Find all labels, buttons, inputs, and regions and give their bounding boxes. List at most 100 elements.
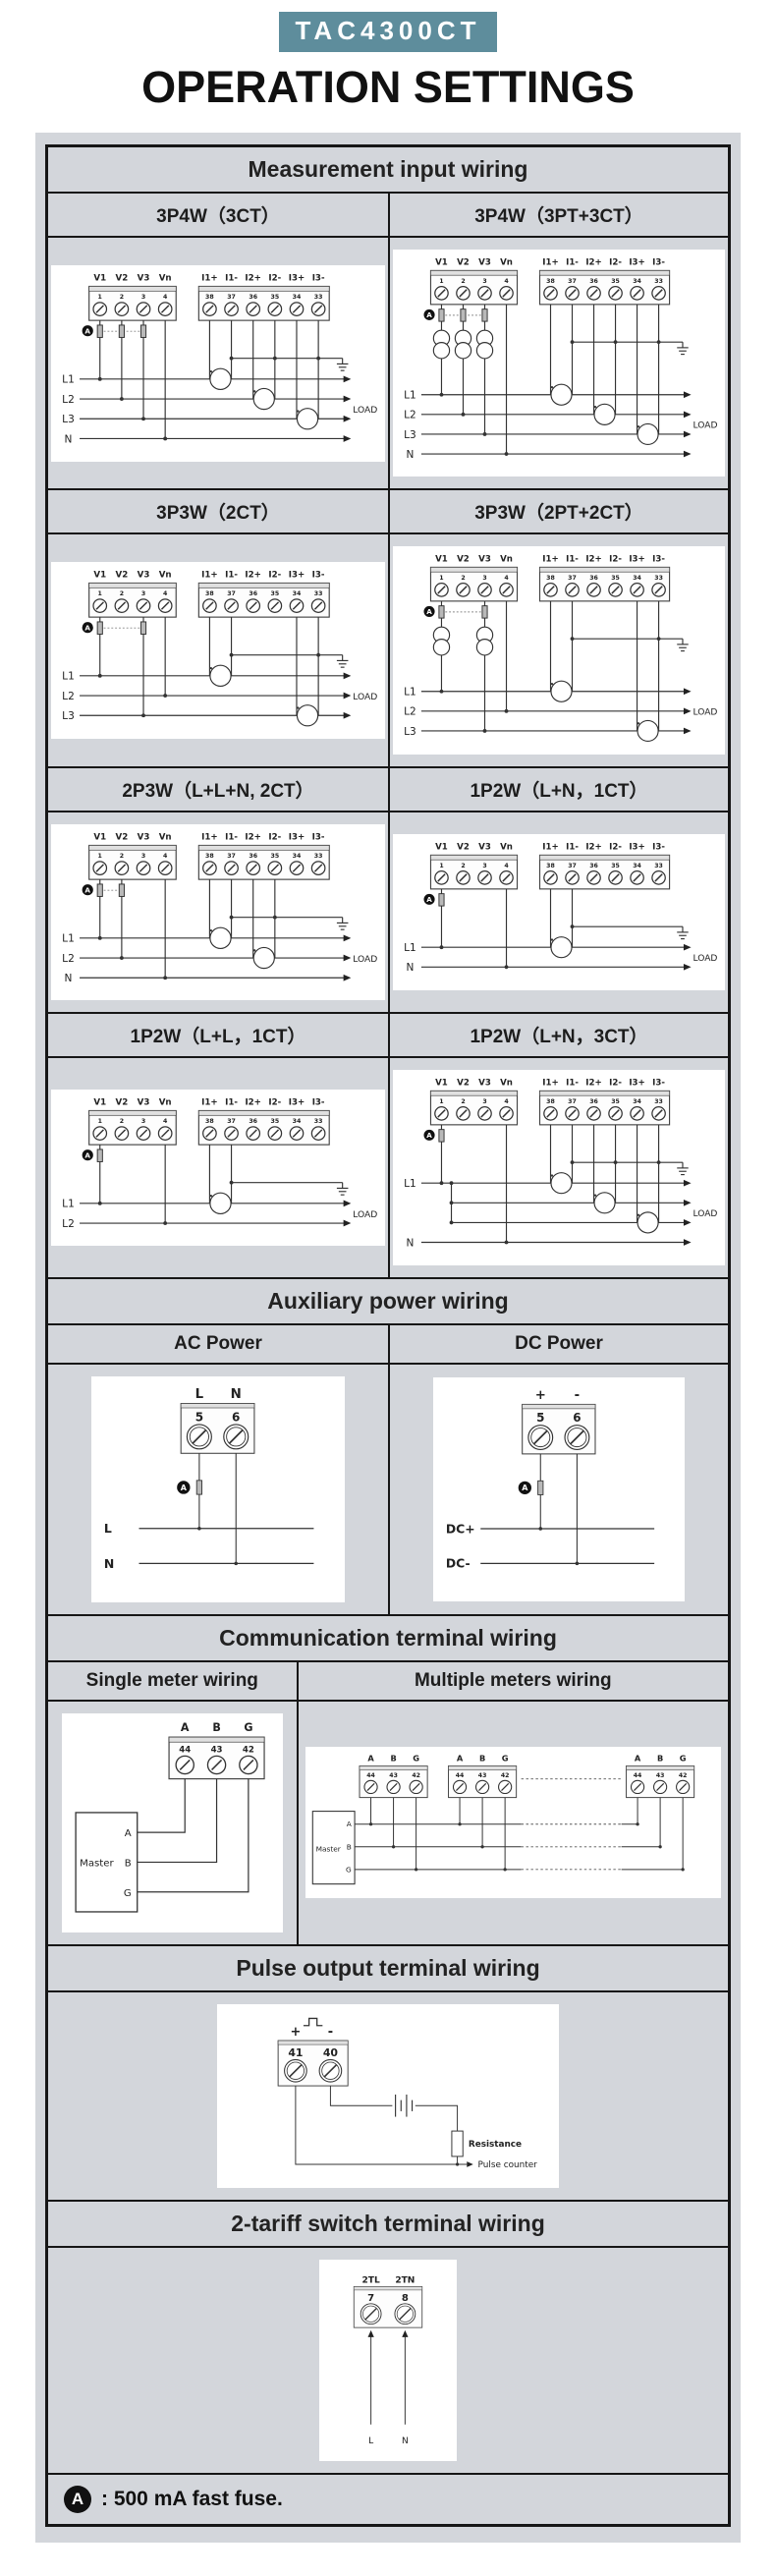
svg-text:44: 44 bbox=[455, 1772, 464, 1779]
svg-text:38: 38 bbox=[205, 853, 214, 860]
svg-text:G: G bbox=[124, 1887, 132, 1898]
measurement-wiring-diagram: V11V22V33Vn4I1+38I1-37I2+36I2-35I3+34I3-… bbox=[62, 832, 377, 983]
svg-text:36: 36 bbox=[249, 1118, 257, 1125]
resistor-icon bbox=[451, 2130, 465, 2157]
svg-text:3: 3 bbox=[141, 1118, 145, 1125]
cell-title-ac-power: AC Power bbox=[174, 1333, 262, 1355]
svg-text:L2: L2 bbox=[404, 410, 416, 421]
svg-text:2: 2 bbox=[461, 1098, 465, 1105]
svg-text:35: 35 bbox=[270, 590, 279, 597]
svg-text:N: N bbox=[406, 1238, 414, 1250]
svg-text:3: 3 bbox=[141, 294, 145, 301]
svg-text:V1: V1 bbox=[435, 258, 448, 268]
svg-text:Resistance: Resistance bbox=[469, 2140, 522, 2150]
svg-text:L2: L2 bbox=[62, 691, 75, 702]
svg-text:A: A bbox=[124, 1828, 131, 1839]
svg-text:Vn: Vn bbox=[159, 273, 172, 283]
fuse-a-icon: A bbox=[423, 308, 435, 320]
svg-text:I1-: I1- bbox=[566, 555, 579, 565]
svg-text:37: 37 bbox=[568, 575, 577, 582]
ct-icon bbox=[209, 367, 232, 390]
wiring-svg-3p3w-2pt2ct: V11V22V33Vn4I1+38I1-37I2+36I2-35I3+34I3-… bbox=[404, 555, 717, 743]
svg-text:A: A bbox=[426, 310, 432, 319]
fuse-a-icon: A bbox=[82, 324, 93, 337]
svg-text:A: A bbox=[634, 1755, 640, 1764]
svg-text:36: 36 bbox=[589, 575, 598, 582]
ct-icon bbox=[637, 1211, 659, 1234]
svg-text:36: 36 bbox=[249, 294, 257, 301]
svg-text:2TN: 2TN bbox=[395, 2275, 415, 2285]
cell-title-1p2w-3ct: 1P2W（L+N，3CT） bbox=[388, 1014, 728, 1057]
svg-text:A: A bbox=[456, 1755, 463, 1764]
ct-icon bbox=[550, 681, 573, 703]
svg-text:33: 33 bbox=[314, 590, 323, 597]
svg-text:1: 1 bbox=[439, 1098, 443, 1105]
svg-text:L1: L1 bbox=[62, 1199, 75, 1210]
svg-text:I1+: I1+ bbox=[201, 832, 218, 842]
svg-text:B: B bbox=[212, 1721, 220, 1734]
svg-text:L: L bbox=[195, 1387, 204, 1402]
svg-text:44: 44 bbox=[179, 1745, 191, 1755]
svg-text:V1: V1 bbox=[435, 843, 448, 853]
svg-text:-: - bbox=[575, 1388, 581, 1403]
svg-text:+: + bbox=[291, 2025, 302, 2040]
svg-text:42: 42 bbox=[243, 1745, 254, 1755]
svg-text:2: 2 bbox=[461, 863, 465, 869]
wiring-svg-2p3w-2ct: V11V22V33Vn4I1+38I1-37I2+36I2-35I3+34I3-… bbox=[62, 832, 377, 983]
svg-text:V3: V3 bbox=[138, 273, 150, 283]
svg-text:I3-: I3- bbox=[652, 555, 665, 565]
svg-text:V2: V2 bbox=[115, 832, 128, 842]
svg-text:L3: L3 bbox=[62, 414, 75, 425]
svg-text:I2-: I2- bbox=[268, 571, 281, 581]
svg-text:38: 38 bbox=[205, 1118, 214, 1125]
svg-text:A: A bbox=[84, 1150, 90, 1159]
svg-text:3: 3 bbox=[482, 278, 486, 285]
svg-text:I3+: I3+ bbox=[289, 1098, 305, 1108]
measurement-subheader-row-1: 3P4W（3CT） 3P4W（3PT+3CT） bbox=[48, 192, 728, 236]
svg-text:I3-: I3- bbox=[652, 1079, 665, 1089]
svg-text:I2+: I2+ bbox=[245, 273, 260, 283]
svg-text:L: L bbox=[104, 1521, 112, 1536]
svg-text:42: 42 bbox=[412, 1772, 420, 1779]
svg-text:B: B bbox=[656, 1755, 662, 1764]
svg-text:V3: V3 bbox=[138, 1098, 150, 1108]
svg-text:I3-: I3- bbox=[312, 832, 325, 842]
svg-text:B: B bbox=[390, 1755, 396, 1764]
svg-text:Vn: Vn bbox=[159, 571, 172, 581]
svg-text:LOAD: LOAD bbox=[353, 955, 377, 965]
cell-title-1p2w-1ct-ll: 1P2W（L+L，1CT） bbox=[130, 1027, 306, 1048]
svg-text:Vn: Vn bbox=[500, 843, 513, 853]
svg-text:N: N bbox=[406, 962, 414, 974]
svg-text:38: 38 bbox=[205, 590, 214, 597]
svg-text:36: 36 bbox=[589, 1098, 598, 1105]
svg-text:I3-: I3- bbox=[652, 258, 665, 268]
svg-text:A: A bbox=[426, 895, 432, 904]
ground-icon bbox=[336, 917, 349, 930]
svg-text:2: 2 bbox=[461, 278, 465, 285]
svg-text:35: 35 bbox=[611, 278, 620, 285]
svg-text:4: 4 bbox=[504, 575, 509, 582]
svg-text:44: 44 bbox=[633, 1772, 641, 1779]
svg-text:Pulse counter: Pulse counter bbox=[478, 2160, 538, 2170]
svg-text:34: 34 bbox=[293, 590, 302, 597]
svg-text:1: 1 bbox=[97, 590, 101, 597]
svg-text:A: A bbox=[181, 1721, 190, 1734]
fuse-a-icon: A bbox=[64, 2485, 91, 2513]
svg-text:I3+: I3+ bbox=[289, 273, 305, 283]
svg-text:I2+: I2+ bbox=[585, 258, 601, 268]
svg-text:I2-: I2- bbox=[268, 1098, 281, 1108]
svg-text:I3+: I3+ bbox=[629, 258, 644, 268]
svg-text:I2+: I2+ bbox=[245, 832, 261, 842]
cell-title-3p4w-3pt3ct: 3P4W（3PT+3CT） bbox=[388, 194, 728, 236]
svg-text:43: 43 bbox=[655, 1772, 664, 1779]
